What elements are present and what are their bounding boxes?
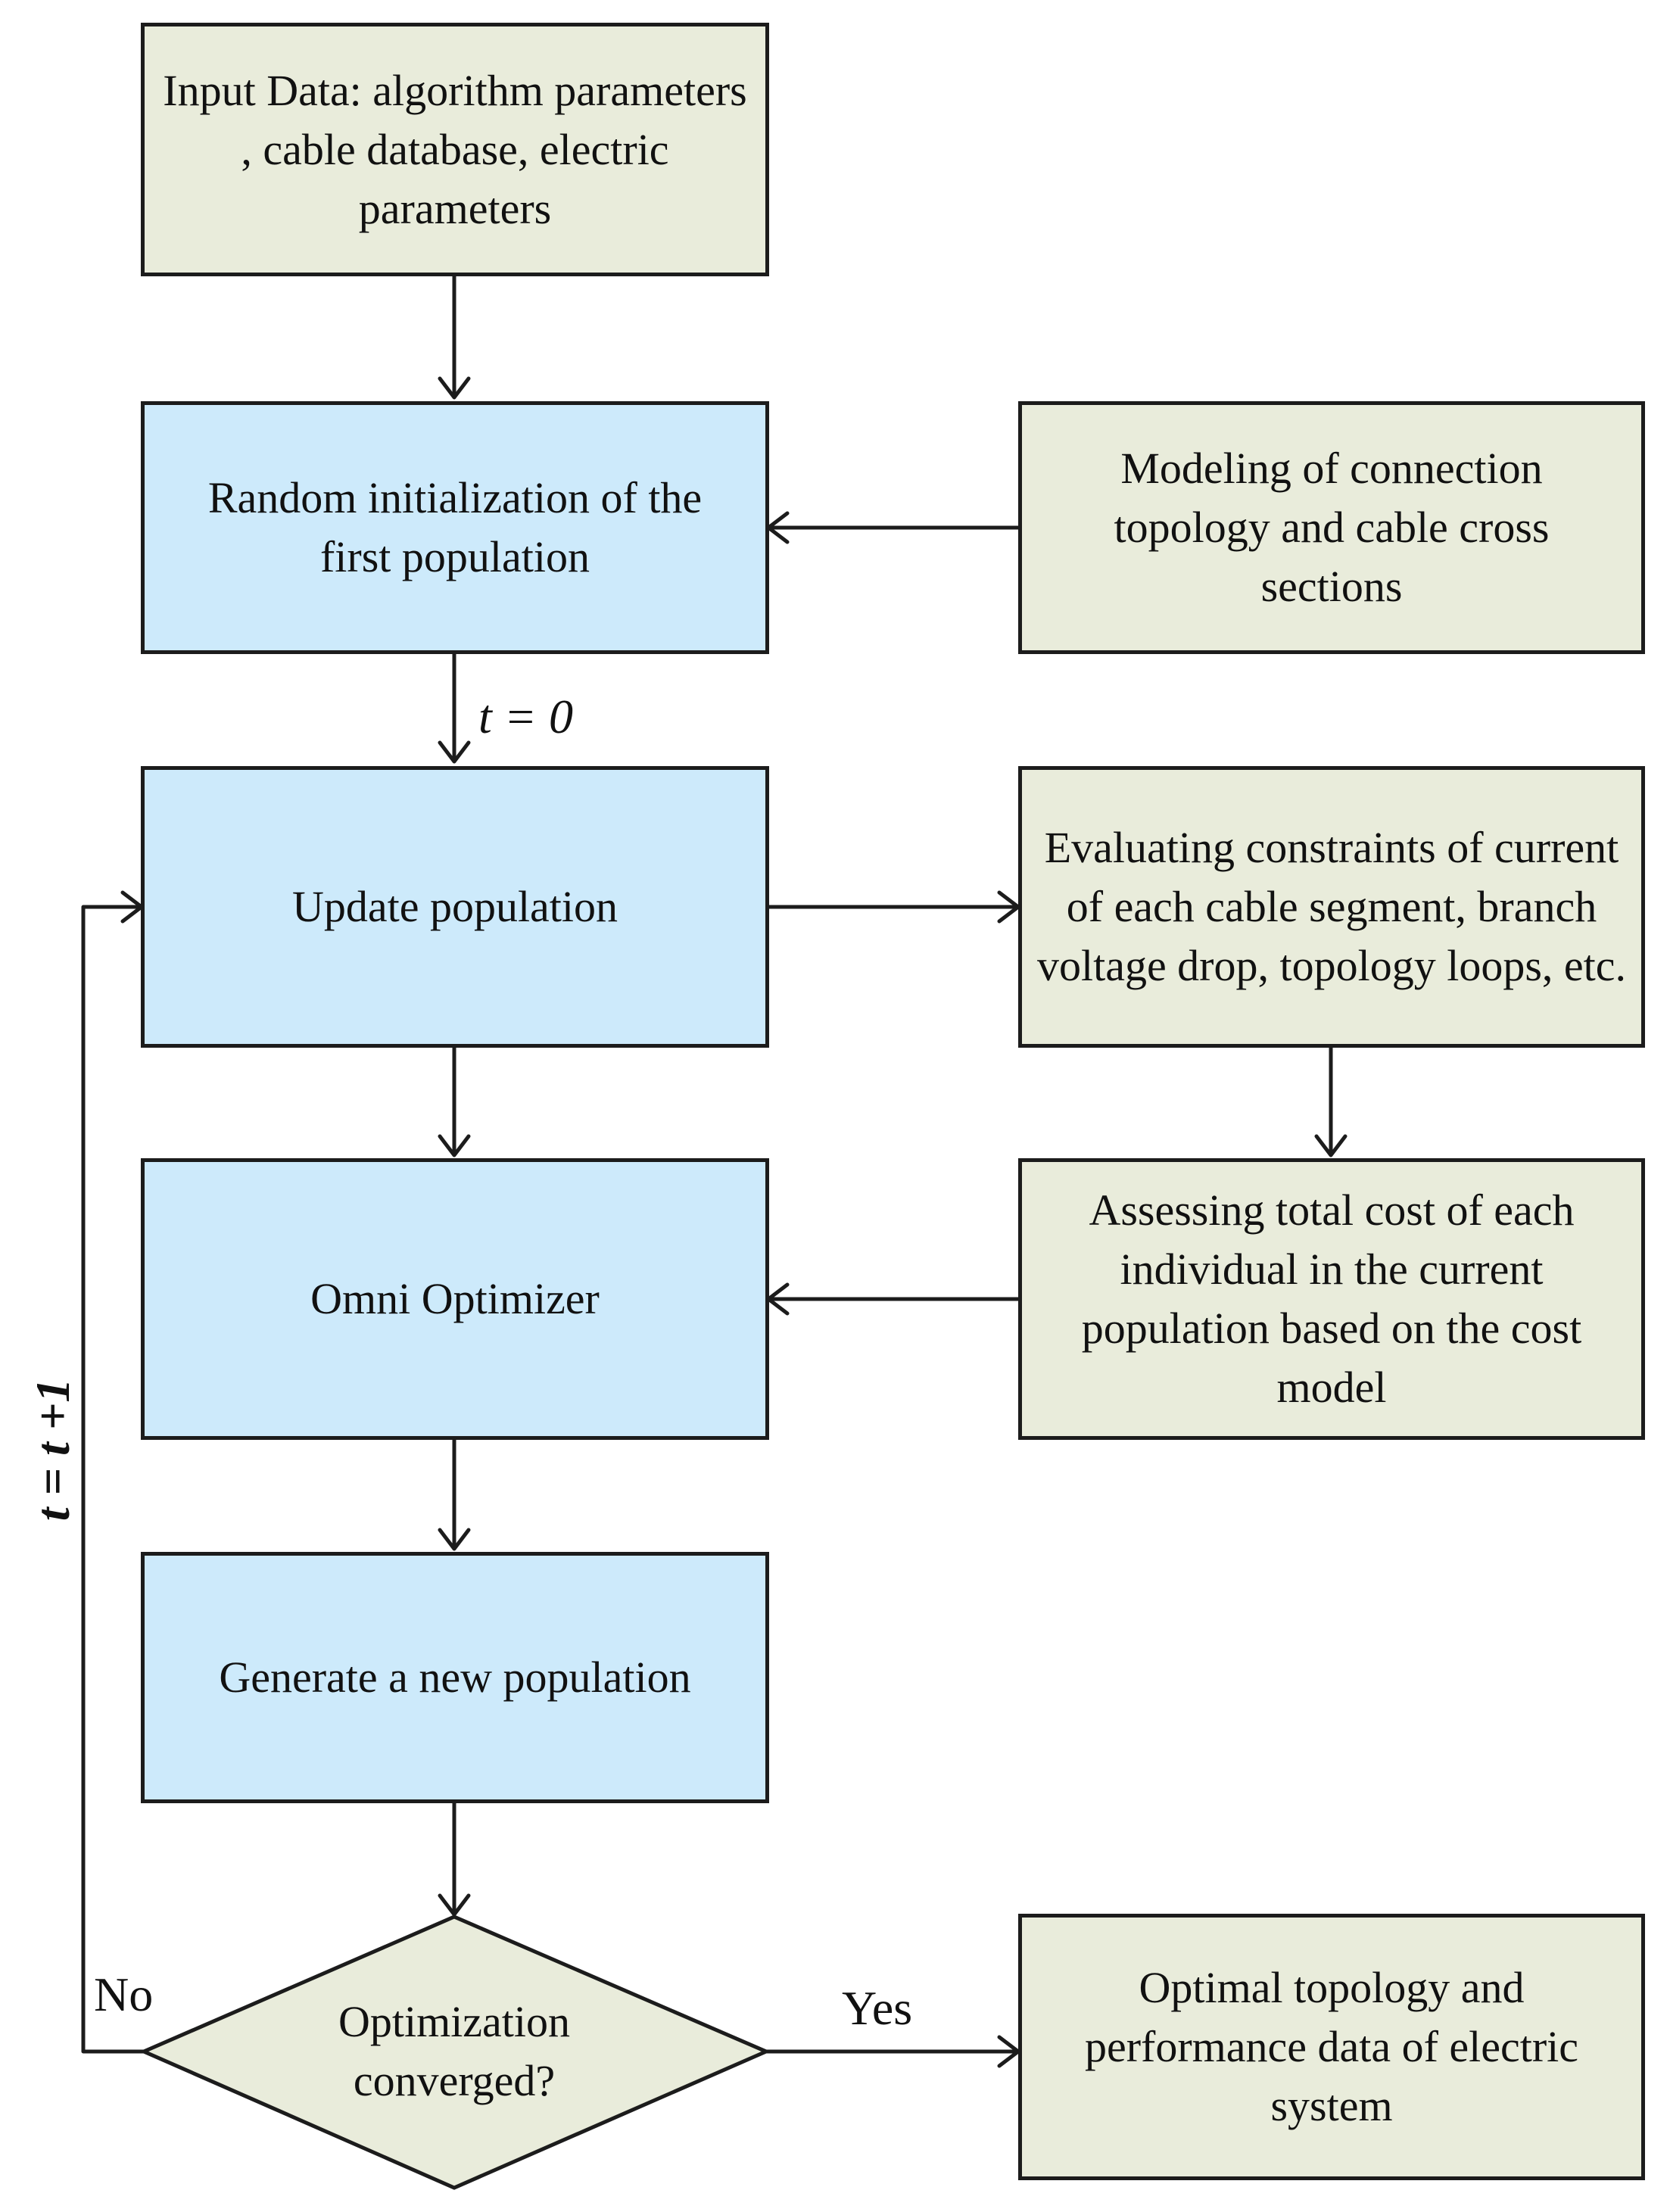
- arrowhead-init-to-update: [438, 740, 471, 764]
- node-evaluating: Evaluating constraints of current of eac…: [1018, 766, 1645, 1048]
- node-update-population: Update population: [141, 766, 769, 1048]
- node-random-init-text: Random initialization of the first popul…: [207, 473, 703, 581]
- edge-label-t-increment: t = t +1: [26, 1378, 79, 1522]
- node-converged-text: Optimization converged?: [338, 1997, 571, 2105]
- decision-diamond: [139, 1914, 771, 2190]
- node-input-data-text: Input Data: algorithm parameters , cable…: [163, 65, 747, 233]
- node-modeling: Modeling of connection topology and cabl…: [1018, 401, 1645, 654]
- node-assessing: Assessing total cost of each individual …: [1018, 1158, 1645, 1440]
- node-evaluating-text: Evaluating constraints of current of eac…: [1036, 823, 1627, 990]
- node-modeling-text: Modeling of connection topology and cabl…: [1114, 444, 1550, 611]
- node-input-data: Input Data: algorithm parameters , cable…: [141, 23, 769, 276]
- arrowhead-update-to-omni: [438, 1134, 471, 1157]
- node-update-population-text: Update population: [291, 882, 618, 931]
- arrow-loop-no: [81, 905, 146, 2054]
- node-optimal-text: Optimal topology and performance data of…: [1084, 1963, 1579, 2130]
- node-converged: Optimization converged?: [250, 1983, 659, 2120]
- edge-label-t-zero: t = 0: [478, 690, 573, 743]
- arrowhead-omni-to-generate: [438, 1528, 471, 1551]
- node-omni-optimizer-text: Omni Optimizer: [310, 1274, 600, 1323]
- node-generate-text: Generate a new population: [219, 1653, 691, 1702]
- edge-label-yes: Yes: [842, 1981, 913, 2035]
- node-assessing-text: Assessing total cost of each individual …: [1081, 1185, 1582, 1412]
- node-generate: Generate a new population: [141, 1552, 769, 1803]
- edge-label-no: No: [94, 1967, 154, 2021]
- node-omni-optimizer: Omni Optimizer: [141, 1158, 769, 1440]
- node-random-init: Random initialization of the first popul…: [141, 401, 769, 654]
- arrowhead-evaluating-to-assessing: [1314, 1134, 1348, 1157]
- arrowhead-input-to-init: [438, 376, 471, 400]
- node-optimal: Optimal topology and performance data of…: [1018, 1914, 1645, 2180]
- arrowhead-generate-to-decision: [438, 1893, 471, 1917]
